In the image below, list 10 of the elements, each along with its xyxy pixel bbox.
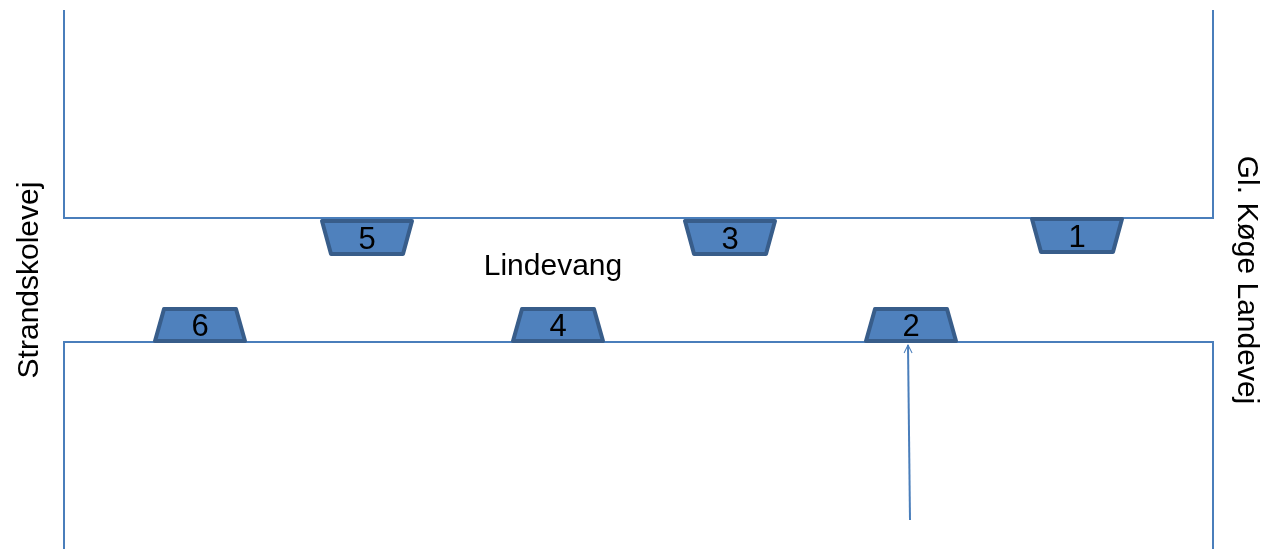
speed-bump: 1	[1030, 217, 1124, 254]
speed-bump: 2	[864, 307, 958, 343]
street-name: Gl. Køge Landevej	[1233, 155, 1263, 405]
speed-bump: 3	[683, 219, 777, 256]
street-name: Strandskolevej	[13, 181, 43, 379]
arrow	[903, 344, 913, 521]
speed-bump: 4	[511, 307, 605, 343]
speed-bump: 6	[153, 307, 247, 343]
street-name: Lindevang	[483, 250, 623, 280]
speed-bump: 5	[320, 219, 414, 256]
